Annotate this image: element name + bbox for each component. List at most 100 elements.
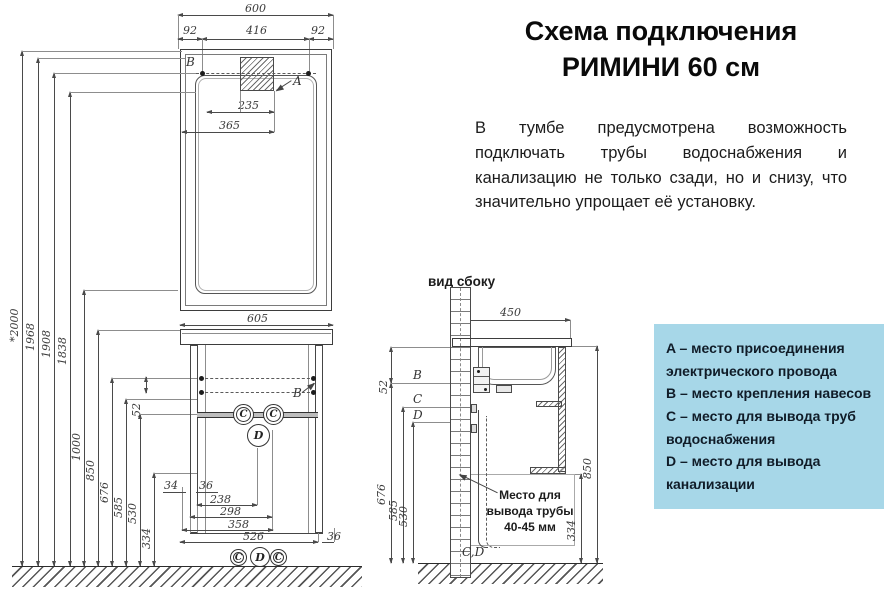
extension-line bbox=[333, 15, 334, 49]
mirror-cabinet-inner-frame bbox=[185, 54, 327, 306]
sv-brick-wall bbox=[450, 287, 471, 578]
sv-bottom-shelf bbox=[530, 467, 566, 474]
countertop-edge-line bbox=[182, 333, 331, 334]
sv-marker-d-label: D bbox=[413, 408, 423, 422]
cabinet-mount-row-upper bbox=[200, 378, 315, 379]
marker-b-label-cabinet: B bbox=[293, 386, 302, 400]
dim-line-92-right bbox=[308, 37, 334, 41]
dim-line-585 bbox=[124, 398, 128, 567]
dim-label-298: 298 bbox=[220, 505, 241, 518]
mount-dot bbox=[311, 376, 316, 381]
sv-drain bbox=[496, 385, 512, 393]
sv-dim-label-530: 530 bbox=[397, 506, 410, 527]
dim-label-1968: 1968 bbox=[24, 323, 37, 351]
electrical-connection-hatch bbox=[240, 57, 274, 91]
dim-label-36-right: 36 bbox=[327, 530, 341, 543]
dim-line-365 bbox=[181, 130, 275, 134]
sv-basin bbox=[478, 347, 556, 385]
dim-label-365: 365 bbox=[219, 119, 240, 132]
dim-label-92-left: 92 bbox=[183, 24, 197, 37]
marker-ring bbox=[236, 407, 251, 422]
marker-c-circle-bottom: C bbox=[230, 549, 247, 566]
extension-line bbox=[84, 290, 178, 291]
dim-label-235: 235 bbox=[238, 99, 259, 112]
mounting-rail bbox=[197, 412, 318, 418]
cabinet-mount-row-lower bbox=[200, 392, 315, 393]
dim-label-676: 676 bbox=[98, 482, 111, 503]
dim-line-600 bbox=[177, 13, 334, 17]
dim-line-2000 bbox=[20, 50, 24, 567]
extension-line bbox=[274, 91, 275, 132]
dim-label-92-right: 92 bbox=[311, 24, 325, 37]
dim-label-450: 450 bbox=[500, 306, 521, 319]
extension-line bbox=[570, 320, 571, 338]
dim-line-36-left bbox=[196, 492, 218, 493]
legend-item-c: C – место для вывода труб водоснабжения bbox=[666, 408, 856, 447]
ground-hatch-front bbox=[12, 567, 362, 587]
dim-label-530: 530 bbox=[126, 503, 139, 524]
legend-item-b: B – место крепления навесов bbox=[666, 385, 872, 402]
sv-front-panel bbox=[558, 347, 566, 472]
marker-ring bbox=[273, 552, 284, 563]
mount-dot bbox=[306, 71, 311, 76]
extension-line bbox=[54, 73, 196, 74]
dim-line-450 bbox=[454, 318, 571, 322]
dim-line-36-right bbox=[322, 542, 334, 543]
marker-b-label-mirror: B bbox=[186, 55, 195, 69]
marker-ring bbox=[266, 407, 281, 422]
dim-label-585: 585 bbox=[112, 497, 125, 518]
marker-a-label: A bbox=[293, 74, 302, 88]
dim-label-1838: 1838 bbox=[56, 337, 69, 365]
legend-box: A – место присоединения электрического п… bbox=[654, 324, 884, 509]
extension-line bbox=[38, 58, 185, 59]
dim-line-676 bbox=[110, 377, 114, 567]
dim-line-605 bbox=[179, 323, 334, 327]
dim-line-52 bbox=[144, 376, 148, 394]
dim-line-1908 bbox=[52, 72, 56, 567]
dim-line-358 bbox=[181, 528, 274, 532]
dim-line-530 bbox=[138, 413, 142, 567]
sv-mount-bracket bbox=[473, 367, 490, 393]
extension-line bbox=[154, 473, 197, 474]
dim-line-92-left bbox=[177, 37, 203, 41]
dim-label-52: 52 bbox=[130, 403, 143, 417]
dim-line-298 bbox=[189, 515, 273, 519]
bracket-line bbox=[474, 376, 489, 377]
dim-label-2000: *2000 bbox=[8, 308, 21, 343]
mount-dot bbox=[199, 376, 204, 381]
dim-label-605: 605 bbox=[247, 312, 268, 325]
extension-line bbox=[22, 51, 182, 52]
dim-label-1908: 1908 bbox=[40, 330, 53, 358]
ground-hatch-side bbox=[418, 564, 603, 584]
dim-line-334 bbox=[152, 472, 156, 567]
extension-line bbox=[240, 91, 241, 112]
dim-label-358: 358 bbox=[228, 518, 249, 531]
bracket-screw bbox=[477, 370, 480, 373]
mirror-cabinet-outline bbox=[180, 49, 332, 311]
sv-dim-line-676 bbox=[389, 382, 393, 564]
extension-line bbox=[309, 39, 310, 73]
extension-line bbox=[197, 505, 198, 533]
sv-countertop bbox=[452, 338, 572, 347]
extension-line bbox=[334, 528, 335, 542]
page-title-line1: Схема подключения bbox=[524, 16, 798, 46]
extension-line bbox=[257, 448, 258, 505]
sv-back-panel-line bbox=[478, 410, 488, 548]
cabinet-side-panel-left bbox=[190, 345, 198, 533]
sv-marker-b-label: B bbox=[413, 368, 422, 382]
sv-clip-d bbox=[471, 424, 477, 433]
extension-line bbox=[391, 347, 455, 348]
extension-line bbox=[575, 474, 581, 475]
sv-dim-line-585 bbox=[401, 406, 405, 564]
dim-label-238: 238 bbox=[210, 493, 231, 506]
dim-label-34: 34 bbox=[164, 479, 178, 492]
dim-label-600: 600 bbox=[245, 2, 266, 15]
extension-line bbox=[140, 414, 197, 415]
pipe-outlet-note: Место для вывода трубы 40-45 мм bbox=[486, 488, 574, 535]
cabinet-interior-line bbox=[205, 345, 206, 533]
marker-d-circle-bottom: D bbox=[250, 547, 270, 567]
extension-line bbox=[572, 346, 597, 347]
marker-ring bbox=[233, 552, 244, 563]
cabinet-bottom-edge bbox=[190, 533, 323, 534]
dim-line-235 bbox=[206, 110, 275, 114]
